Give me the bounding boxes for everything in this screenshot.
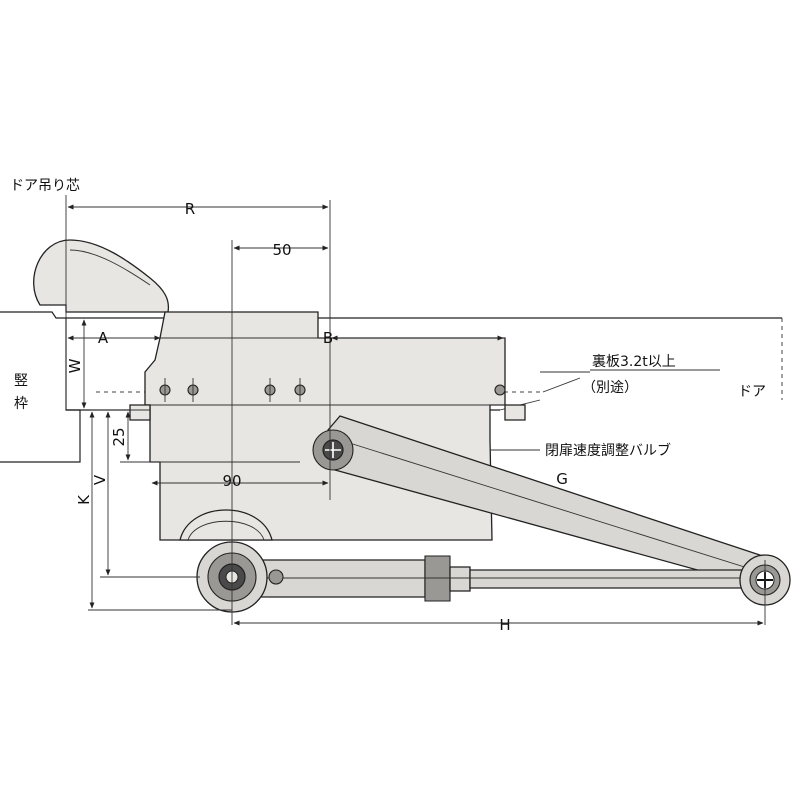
hinge [33,239,170,313]
dim-W: W [66,358,84,373]
pinion-joint [196,541,284,613]
dim-50: 50 [272,241,291,259]
label-frame-top: 竪 [14,373,28,389]
dimension-lines [67,204,764,626]
dim-90: 90 [222,472,241,490]
dim-B: B [323,329,333,347]
dim-25: 25 [110,427,128,446]
reference-lines [65,195,766,625]
label-backplate-note: （別途） [582,379,638,396]
door-frame [0,311,81,463]
dim-G: G [556,470,568,488]
dim-A: A [98,329,109,347]
label-door-pivot: ドア吊り芯 [10,178,80,194]
label-valve: 閉扉速度調整バルブ [545,442,671,459]
dim-V: V [91,474,109,485]
label-frame-bottom: 枠 [14,396,28,412]
dim-H: H [499,616,510,634]
label-backplate: 裏板3.2t以上 [592,353,676,370]
mounting-screws [159,378,506,402]
forearm-rod [234,555,753,602]
dim-R: R [185,200,195,218]
dim-K: K [75,494,93,505]
label-door: ドア [738,384,766,400]
